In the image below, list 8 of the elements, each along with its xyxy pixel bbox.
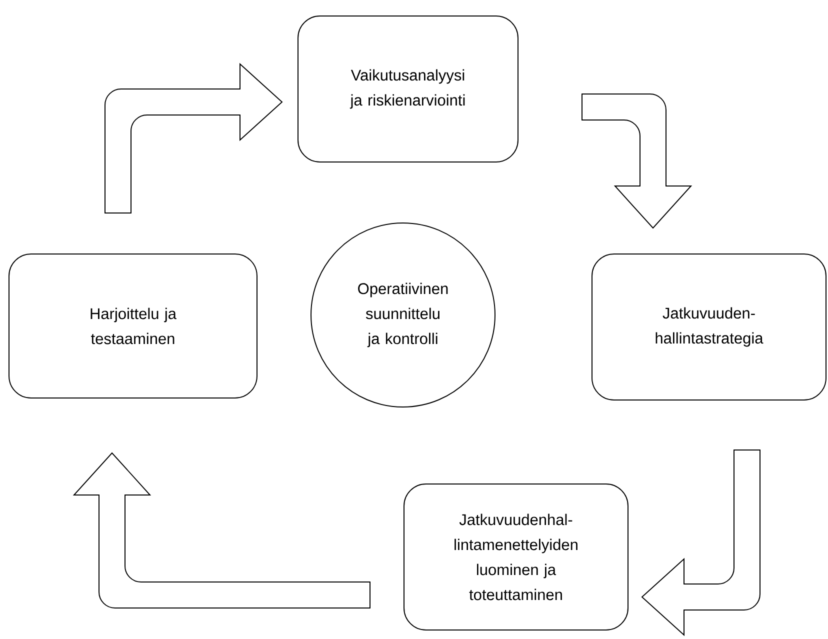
- block-arrow: [104, 64, 282, 214]
- block-arrow: [582, 94, 692, 228]
- block-arrow: [642, 450, 760, 636]
- process-box: Jatkuvuuden- hallintastrategia: [592, 254, 826, 400]
- process-box: Harjoittelu ja testaaminen: [8, 254, 258, 398]
- process-box: Jatkuvuudenhal- lintamenettelyiden luominen ja toteuttaminen: [404, 484, 628, 630]
- block-arrow: [74, 452, 370, 608]
- process-box: Vaikutusanalyysi ja riskienarviointi: [298, 16, 518, 162]
